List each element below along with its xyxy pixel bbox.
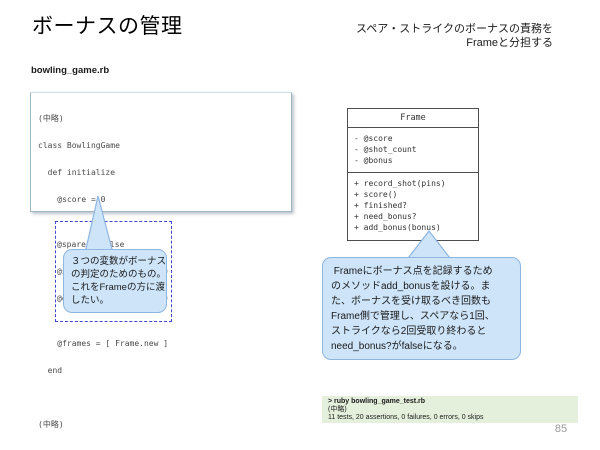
right-callout-pointer — [404, 230, 454, 263]
uml-method: + record_shot(pins) — [354, 179, 446, 188]
slide-subtitle-line: Frameと分担する — [466, 36, 553, 49]
slide-title: ボーナスの管理 — [32, 15, 183, 38]
uml-methods-section: + record_shot(pins) + score() + finished… — [348, 173, 478, 240]
uml-method: + add_bonus(bonus) — [354, 223, 441, 232]
left-callout-pointer — [84, 195, 114, 254]
callout-text-line: た、ボーナスを受け取るべき回数も — [331, 296, 491, 307]
code-panel: (中略) class BowlingGame def initialize @s… — [30, 92, 292, 429]
test-output-panel: > ruby bowling_game_test.rb (中略) 11 test… — [322, 396, 578, 423]
callout-text-line: のメソッドadd_bonusを設ける。ま — [331, 281, 491, 292]
uml-class-frame: Frame - @score - @shot_count - @bonus + … — [347, 108, 479, 241]
uml-attributes-section: - @score - @shot_count - @bonus — [348, 128, 478, 173]
uml-method: + finished? — [354, 201, 407, 210]
page-number: 85 — [554, 423, 568, 435]
callout-text-line: ３つの変数がボーナス — [71, 256, 167, 267]
code-line: @score = 0 — [38, 195, 106, 204]
uml-class-name: Frame — [348, 109, 478, 128]
callout-text-line: need_bonus?がfalseになる。 — [331, 341, 463, 352]
test-output-line: 11 tests, 20 assertions, 0 failures, 0 e… — [328, 414, 484, 421]
callout-text-line: の判定のためのもの。 — [71, 269, 167, 280]
code-line — [38, 393, 291, 402]
callout-text-line: したい。 — [71, 295, 110, 306]
slide-subtitle-line: スペア・ストライクのボーナスの責務を — [355, 23, 553, 35]
right-callout-bubble: Frameにボーナス点を記録するため のメソッドadd_bonusを設ける。ま … — [322, 257, 521, 360]
slide-subtitle: スペア・ストライクのボーナスの責務を Frameと分担する — [356, 23, 553, 50]
uml-method: + score() — [354, 190, 398, 199]
code-line: @frames = [ Frame.new ] — [38, 339, 169, 348]
callout-text-line: ストライクなら2回受取り終わると — [331, 326, 487, 337]
callout-text-line: これをFrameの方に渡 — [71, 282, 165, 293]
uml-attribute: - @bonus — [354, 156, 393, 165]
test-command-line: > ruby bowling_game_test.rb — [328, 398, 426, 405]
callout-text-line: Frameにボーナス点を記録するため — [331, 266, 493, 277]
code-line: class BowlingGame — [38, 141, 120, 150]
test-output-line: (中略) — [328, 406, 347, 413]
callout-text-line: Frame側で管理し、スペアなら1回、 — [331, 311, 495, 322]
left-callout-bubble: ３つの変数がボーナス の判定のためのもの。 これをFrameの方に渡 したい。 — [63, 249, 167, 313]
code-line: end — [38, 366, 63, 375]
uml-attribute: - @score — [354, 134, 393, 143]
code-line: (中略) — [38, 114, 64, 123]
uml-method: + need_bonus? — [354, 212, 417, 221]
code-line: def initialize — [38, 168, 116, 177]
code-line: (中略) — [38, 420, 64, 429]
uml-attribute: - @shot_count — [354, 145, 417, 154]
code-filename-label: bowling_game.rb — [31, 65, 110, 76]
